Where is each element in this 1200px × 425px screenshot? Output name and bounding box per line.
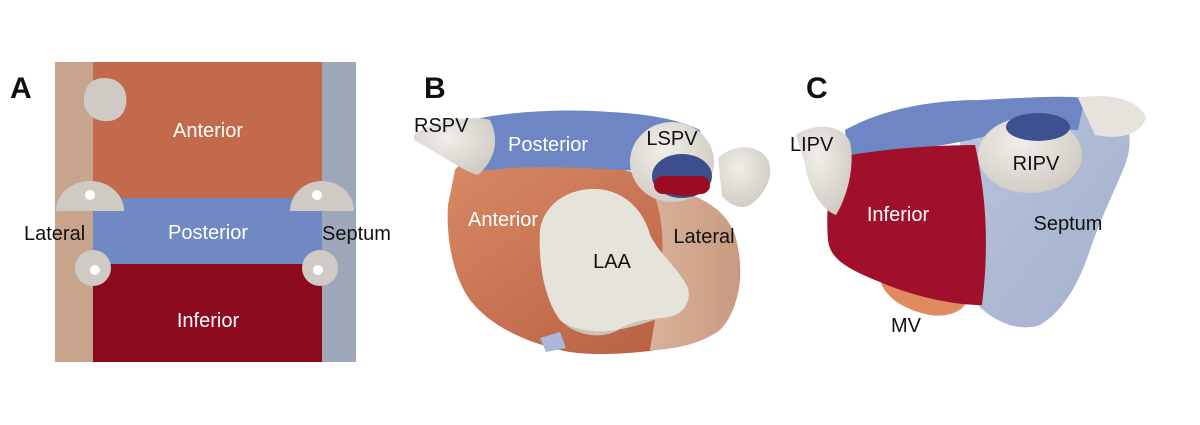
b-anterior-label: Anterior [468, 209, 538, 231]
c-ripv-label: RIPV [1013, 153, 1060, 175]
b-lspv-lumen-red-fill [654, 176, 710, 194]
b-lipv [718, 147, 771, 207]
a-lateral-label: Lateral [24, 223, 85, 245]
c-lipv [796, 126, 852, 215]
c-upper-band [845, 96, 1085, 158]
c-inferior-region [827, 145, 986, 305]
c-right-cap [1078, 96, 1146, 137]
panel-c-letter: C [806, 72, 828, 105]
b-laa-label: LAA [593, 251, 631, 273]
b-bottom-tip [540, 332, 566, 352]
b-laa [539, 189, 689, 336]
c-septum-label: Septum [1034, 213, 1103, 235]
b-laa-shade [560, 318, 660, 336]
a-septum-label: Septum [322, 223, 391, 245]
lateral-strip [55, 62, 93, 362]
panel-b: B RSPV Posterior LSPV Anterior Lateral L… [414, 72, 771, 355]
a-inferior-label: Inferior [177, 310, 240, 332]
panel-b-letter: B [424, 72, 446, 105]
septal-superior-vein [290, 181, 354, 211]
a-anterior-label: Anterior [173, 120, 243, 142]
panel-c: C LIPV RIPV Inferior Septum MV [790, 72, 1146, 337]
b-rspv-label: RSPV [414, 115, 469, 137]
c-inferior-label: Inferior [867, 204, 930, 226]
a-posterior-label: Posterior [168, 222, 248, 244]
lateral-inferior-vein-hole [90, 265, 100, 275]
posterior-region [93, 198, 322, 264]
b-lateral-label: Lateral [673, 226, 734, 248]
septal-inferior-vein-hole [313, 265, 323, 275]
laa-disc [84, 78, 127, 122]
panel-a-letter: A [10, 72, 32, 105]
septum-strip [322, 62, 356, 362]
c-ripv-lumen [1006, 113, 1070, 141]
c-lipv-label: LIPV [790, 134, 834, 156]
inferior-region [93, 264, 322, 362]
septal-superior-vein-hole [312, 190, 322, 200]
b-lspv-label: LSPV [646, 128, 698, 150]
c-mv-label: MV [891, 315, 922, 337]
b-rspv [414, 118, 496, 175]
b-posterior-label: Posterior [508, 134, 588, 156]
anterior-region [93, 62, 322, 198]
lateral-superior-vein-hole [85, 190, 95, 200]
panel-a: A Anterior Posterior Inferior Lateral Se… [10, 62, 391, 362]
